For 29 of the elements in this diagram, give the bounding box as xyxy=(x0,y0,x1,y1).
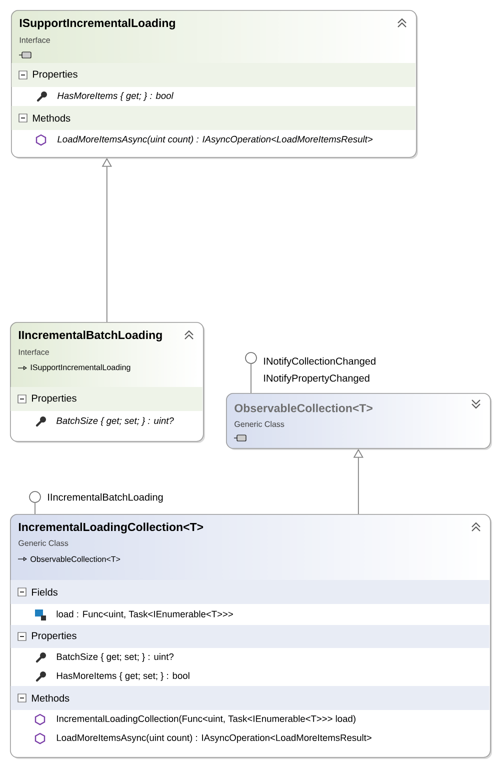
method-text: IncrementalLoadingCollection(Func<uint, Task<IEnumerable<T>>> load) xyxy=(57,715,356,724)
property-text: BatchSize { get; set; } : uint? xyxy=(56,417,174,426)
section-header: Methods xyxy=(10,686,490,710)
section-header: Methods xyxy=(12,106,416,130)
property-text: HasMoreItems { get; } : bool xyxy=(57,92,174,101)
section-header: Fields xyxy=(10,580,490,604)
class-name: ObservableCollection<T> xyxy=(234,404,372,412)
type-label: Generic Class xyxy=(234,421,284,427)
type-label: Interface xyxy=(20,37,50,43)
section-header: Properties xyxy=(12,63,416,87)
base-type-label: ISupportIncrementalLoading xyxy=(30,364,130,372)
connector-line xyxy=(250,363,252,394)
method-text: LoadMoreItemsAsync(uint count) : IAsyncOperation<LoadMoreItemsResult> xyxy=(56,734,372,743)
class-name: IIncrementalBatchLoading xyxy=(18,330,162,342)
type-label: Interface xyxy=(18,349,49,355)
section-header: Properties xyxy=(10,625,490,648)
connector-line xyxy=(34,502,36,514)
field-text: load : Func<uint, Task<IEnumerable<T>>> xyxy=(56,610,233,618)
type-label: Generic Class xyxy=(18,540,68,546)
interface-label: INotifyCollectionChanged xyxy=(264,357,376,367)
property-text: BatchSize { get; set; } : uint? xyxy=(56,653,174,662)
class-name: IncrementalLoadingCollection<T> xyxy=(18,522,204,534)
section-header: Properties xyxy=(10,387,202,411)
property-text: HasMoreItems { get; set; } : bool xyxy=(56,672,190,681)
base-type-label: ObservableCollection<T> xyxy=(30,556,120,562)
class-name: ISupportIncrementalLoading xyxy=(20,18,175,30)
interface-label: INotifyPropertyChanged xyxy=(264,374,370,384)
method-text: LoadMoreItemsAsync(uint count) : IAsyncOperation<LoadMoreItemsResult> xyxy=(57,136,373,144)
interface-label: IIncrementalBatchLoading xyxy=(48,493,163,503)
